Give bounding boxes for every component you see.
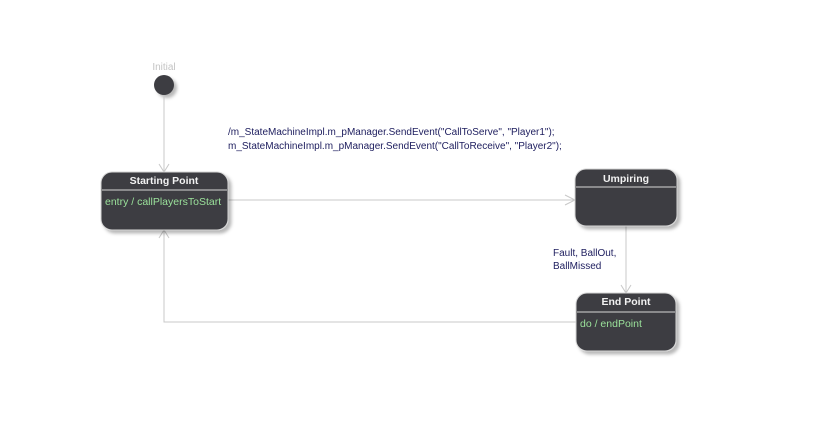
transition-label-start-to-umpiring: /m_StateMachineImpl.m_pManager.SendEvent… xyxy=(228,127,562,152)
state-starting-point[interactable]: Starting Point entry / callPlayersToStar… xyxy=(100,171,229,231)
edge-umpiring-to-end-point[interactable] xyxy=(620,226,632,294)
state-title: Umpiring xyxy=(603,173,649,185)
transition-label-umpiring-to-end: Fault, BallOut, BallMissed xyxy=(553,248,616,272)
state-title: Starting Point xyxy=(130,175,199,187)
state-umpiring[interactable]: Umpiring xyxy=(574,168,678,227)
transition-trigger-line-1: Fault, BallOut, xyxy=(553,248,616,259)
state-end-point[interactable]: End Point do / endPoint xyxy=(575,292,677,352)
state-title: End Point xyxy=(602,296,651,308)
edge-starting-point-to-umpiring[interactable] xyxy=(228,194,577,206)
transition-trigger-line-2: BallMissed xyxy=(553,261,601,272)
state-do-action: do / endPoint xyxy=(580,318,642,330)
initial-dot[interactable] xyxy=(154,75,174,95)
transition-effect-line-2: m_StateMachineImpl.m_pManager.SendEvent(… xyxy=(228,141,562,152)
edge-initial-to-starting-point[interactable] xyxy=(158,96,170,173)
initial-label: Initial xyxy=(152,62,175,73)
initial-node[interactable]: Initial xyxy=(152,62,176,95)
state-entry-action: entry / callPlayersToStart xyxy=(105,196,221,208)
transition-effect-line-1: /m_StateMachineImpl.m_pManager.SendEvent… xyxy=(228,127,555,138)
edge-end-point-to-starting-point[interactable] xyxy=(158,229,576,323)
